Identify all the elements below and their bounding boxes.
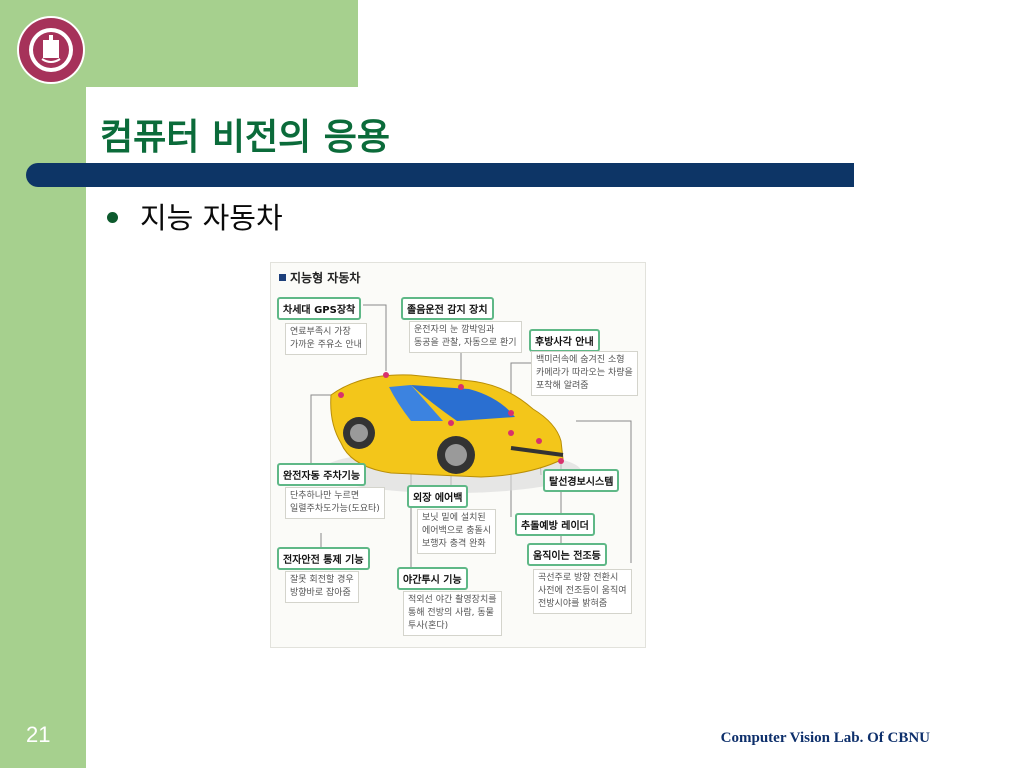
- desc-auto-parking: 단추하나만 누르면 일렬주차도가능(도요타): [285, 487, 385, 519]
- label-drowsy-detect: 졸음운전 감지 장치: [401, 297, 494, 320]
- desc-gps: 연료부족시 가장 가까운 주유소 안내: [285, 323, 367, 355]
- desc-rear-blindspot: 백미러속에 숨겨진 소형 카메라가 따라오는 차량을 포착해 알려줌: [531, 351, 638, 396]
- label-auto-parking: 완전자동 주차기능: [277, 463, 367, 486]
- university-seal-icon: [17, 16, 85, 84]
- title-underline-bar: [26, 163, 854, 187]
- label-electronic-stability: 전자안전 통제 기능: [277, 547, 370, 570]
- desc-external-airbag: 보닛 밑에 설치된 에어백으로 충돌시 보행자 충격 완화: [417, 509, 497, 554]
- label-collision-radar: 추돌예방 레이더: [515, 513, 595, 536]
- label-gps: 차세대 GPS장착: [277, 297, 362, 320]
- content-corner: [86, 87, 206, 207]
- left-green-band: [0, 0, 86, 768]
- slide-title: 컴퓨터 비전의 응용: [100, 117, 391, 158]
- label-night-vision: 야간투시 기능: [397, 567, 468, 590]
- page-number: 21: [26, 722, 51, 747]
- figure-title: 지능형 자동차: [279, 269, 360, 286]
- bullet-text: 지능 자동차: [140, 201, 283, 235]
- desc-night-vision: 적외선 야간 촬영장치를 통해 전방의 사람, 동물 투사(혼다): [403, 591, 502, 636]
- desc-adaptive-headlight: 곡선주로 방향 전환시 사전에 전조등이 움직여 전방시야를 밝혀줌: [533, 569, 632, 614]
- label-external-airbag: 외장 에어백: [407, 485, 469, 508]
- bullet-dot: [107, 212, 118, 223]
- desc-drowsy-detect: 운전자의 눈 깜박임과 동공을 관찰, 자동으로 환기: [409, 321, 522, 353]
- label-rear-blindspot: 후방사각 안내: [529, 329, 600, 352]
- footer-text: Computer Vision Lab. Of CBNU: [720, 730, 930, 746]
- intelligent-car-figure: 지능형 자동차: [270, 262, 646, 648]
- desc-electronic-stability: 잘못 회전할 경우 방향바로 잡아줌: [285, 571, 359, 603]
- connector-lines: [310, 304, 632, 567]
- label-lane-departure: 탈선경보시스템: [543, 469, 620, 492]
- label-adaptive-headlight: 움직이는 전조등: [527, 543, 607, 566]
